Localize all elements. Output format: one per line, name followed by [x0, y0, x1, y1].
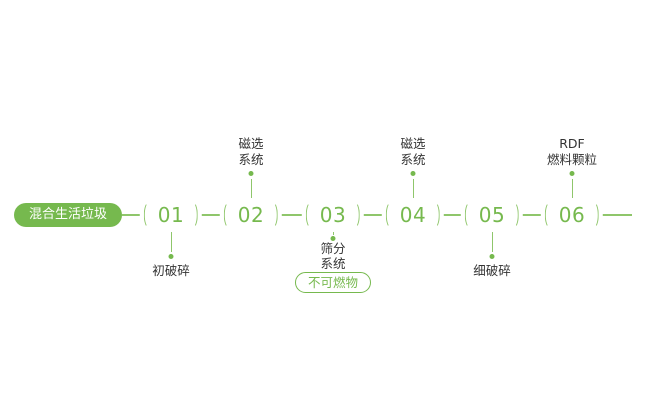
connector-stem [413, 179, 414, 201]
paren-left-icon [385, 202, 396, 228]
non-combustible-badge: 不可燃物 [294, 272, 372, 293]
station-number-row: 04 [381, 198, 445, 232]
station-06: 06 RDF 燃料颗粒 [527, 0, 617, 416]
timeline-line [122, 214, 632, 216]
station-label-line: RDF [559, 136, 585, 151]
paren-left-icon [544, 202, 555, 228]
station-label-line: 磁选 [238, 136, 264, 151]
connector-stem [171, 231, 172, 252]
station-label: 磁选 系统 [343, 136, 483, 168]
station-label: 筛分 系统 [263, 241, 403, 271]
connector-stem [251, 179, 252, 201]
paren-right-icon [430, 202, 441, 228]
paren-right-icon [509, 202, 520, 228]
connector-dot [410, 171, 416, 176]
paren-right-icon [188, 202, 199, 228]
station-number-row: 01 [139, 198, 203, 232]
station-label-line: 燃料颗粒 [546, 152, 597, 167]
connector-dot [489, 254, 495, 259]
paren-left-icon [305, 202, 316, 228]
paren-left-icon [143, 202, 154, 228]
connector-dot [248, 171, 254, 176]
station-label-line: 磁选 [400, 136, 426, 151]
station-label: 磁选 系统 [181, 136, 321, 168]
station-number: 01 [157, 203, 185, 227]
station-02: 02 磁选 系统 [206, 0, 296, 416]
station-label-line: 筛分 [320, 241, 346, 256]
station-label: RDF 燃料颗粒 [502, 136, 642, 168]
station-label-line: 系统 [320, 256, 346, 271]
paren-right-icon [589, 202, 600, 228]
station-number: 06 [558, 203, 586, 227]
connector-dot [168, 254, 174, 259]
station-label-line: 细破碎 [473, 263, 511, 278]
station-label-line: 系统 [400, 152, 426, 167]
station-number: 03 [319, 203, 347, 227]
station-label: 细破碎 [422, 263, 562, 279]
station-label-line: 系统 [238, 152, 264, 167]
station-number-row: 02 [219, 198, 283, 232]
connector-stem [572, 179, 573, 201]
connector-stem [333, 231, 334, 235]
paren-left-icon [223, 202, 234, 228]
connector-stem [492, 231, 493, 252]
station-label: 初破碎 [101, 263, 241, 279]
station-number: 05 [478, 203, 506, 227]
station-label-line: 初破碎 [152, 263, 190, 278]
station-number: 04 [399, 203, 427, 227]
station-03: 03 筛分 系统 不可燃物 [288, 0, 378, 416]
connector-dot [569, 171, 575, 176]
station-05: 05 细破碎 [447, 0, 537, 416]
connector-dot [330, 236, 336, 241]
station-04: 04 磁选 系统 [368, 0, 458, 416]
paren-right-icon [350, 202, 361, 228]
station-number-row: 03 [301, 198, 365, 232]
station-number-row: 05 [460, 198, 524, 232]
paren-left-icon [464, 202, 475, 228]
station-01: 01 初破碎 [126, 0, 216, 416]
station-number-row: 06 [540, 198, 604, 232]
start-badge: 混合生活垃圾 [14, 203, 123, 227]
station-number: 02 [237, 203, 265, 227]
paren-right-icon [268, 202, 279, 228]
